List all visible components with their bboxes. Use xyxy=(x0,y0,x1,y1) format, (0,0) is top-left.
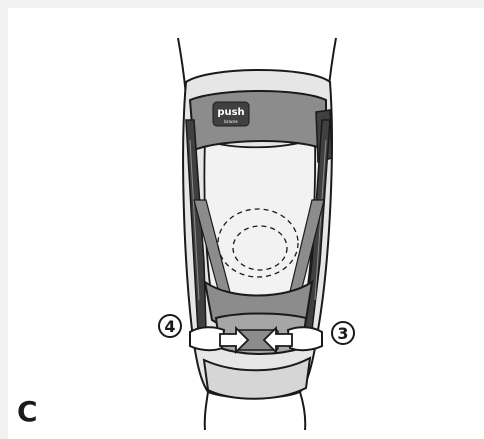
upper-strap xyxy=(188,90,327,152)
callout-3-number: 3 xyxy=(337,324,348,343)
brace-lower-cuff xyxy=(202,356,312,400)
callout-4-number: 4 xyxy=(164,317,175,336)
callout-3: 3 xyxy=(331,321,355,345)
arrow-right-icon xyxy=(219,325,250,355)
strap-end-right xyxy=(286,326,323,352)
callout-4: 4 xyxy=(158,314,182,338)
patella-ring xyxy=(217,208,299,278)
arrow-left-icon xyxy=(262,325,293,355)
strap-end-left xyxy=(189,326,226,352)
push-logo: push braces xyxy=(212,101,250,127)
logo-subtext: braces xyxy=(224,119,237,124)
step-label: C xyxy=(17,395,38,428)
logo-text: push xyxy=(217,107,244,118)
